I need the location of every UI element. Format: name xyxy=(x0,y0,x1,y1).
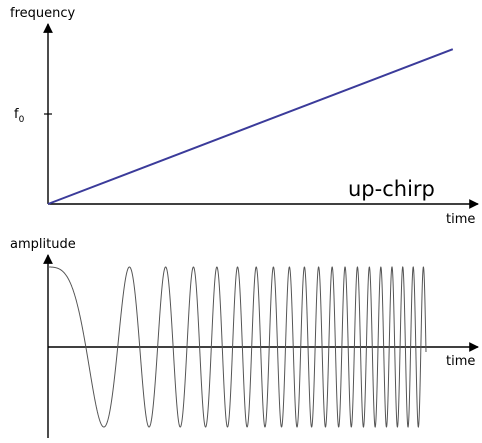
f0-tick-label: f0 xyxy=(14,107,25,125)
amplitude-chart: amplitude time xyxy=(10,237,479,438)
frequency-chart: frequency f0 up-chirp time xyxy=(10,6,479,227)
frequency-x-label: time xyxy=(446,212,475,227)
amplitude-y-label: amplitude xyxy=(10,237,76,252)
amplitude-series-waveform xyxy=(48,266,427,428)
frequency-y-label: frequency xyxy=(10,6,76,21)
amplitude-x-label: time xyxy=(446,354,475,369)
chart-title-up-chirp: up-chirp xyxy=(348,177,435,201)
frequency-series-line xyxy=(47,48,454,205)
